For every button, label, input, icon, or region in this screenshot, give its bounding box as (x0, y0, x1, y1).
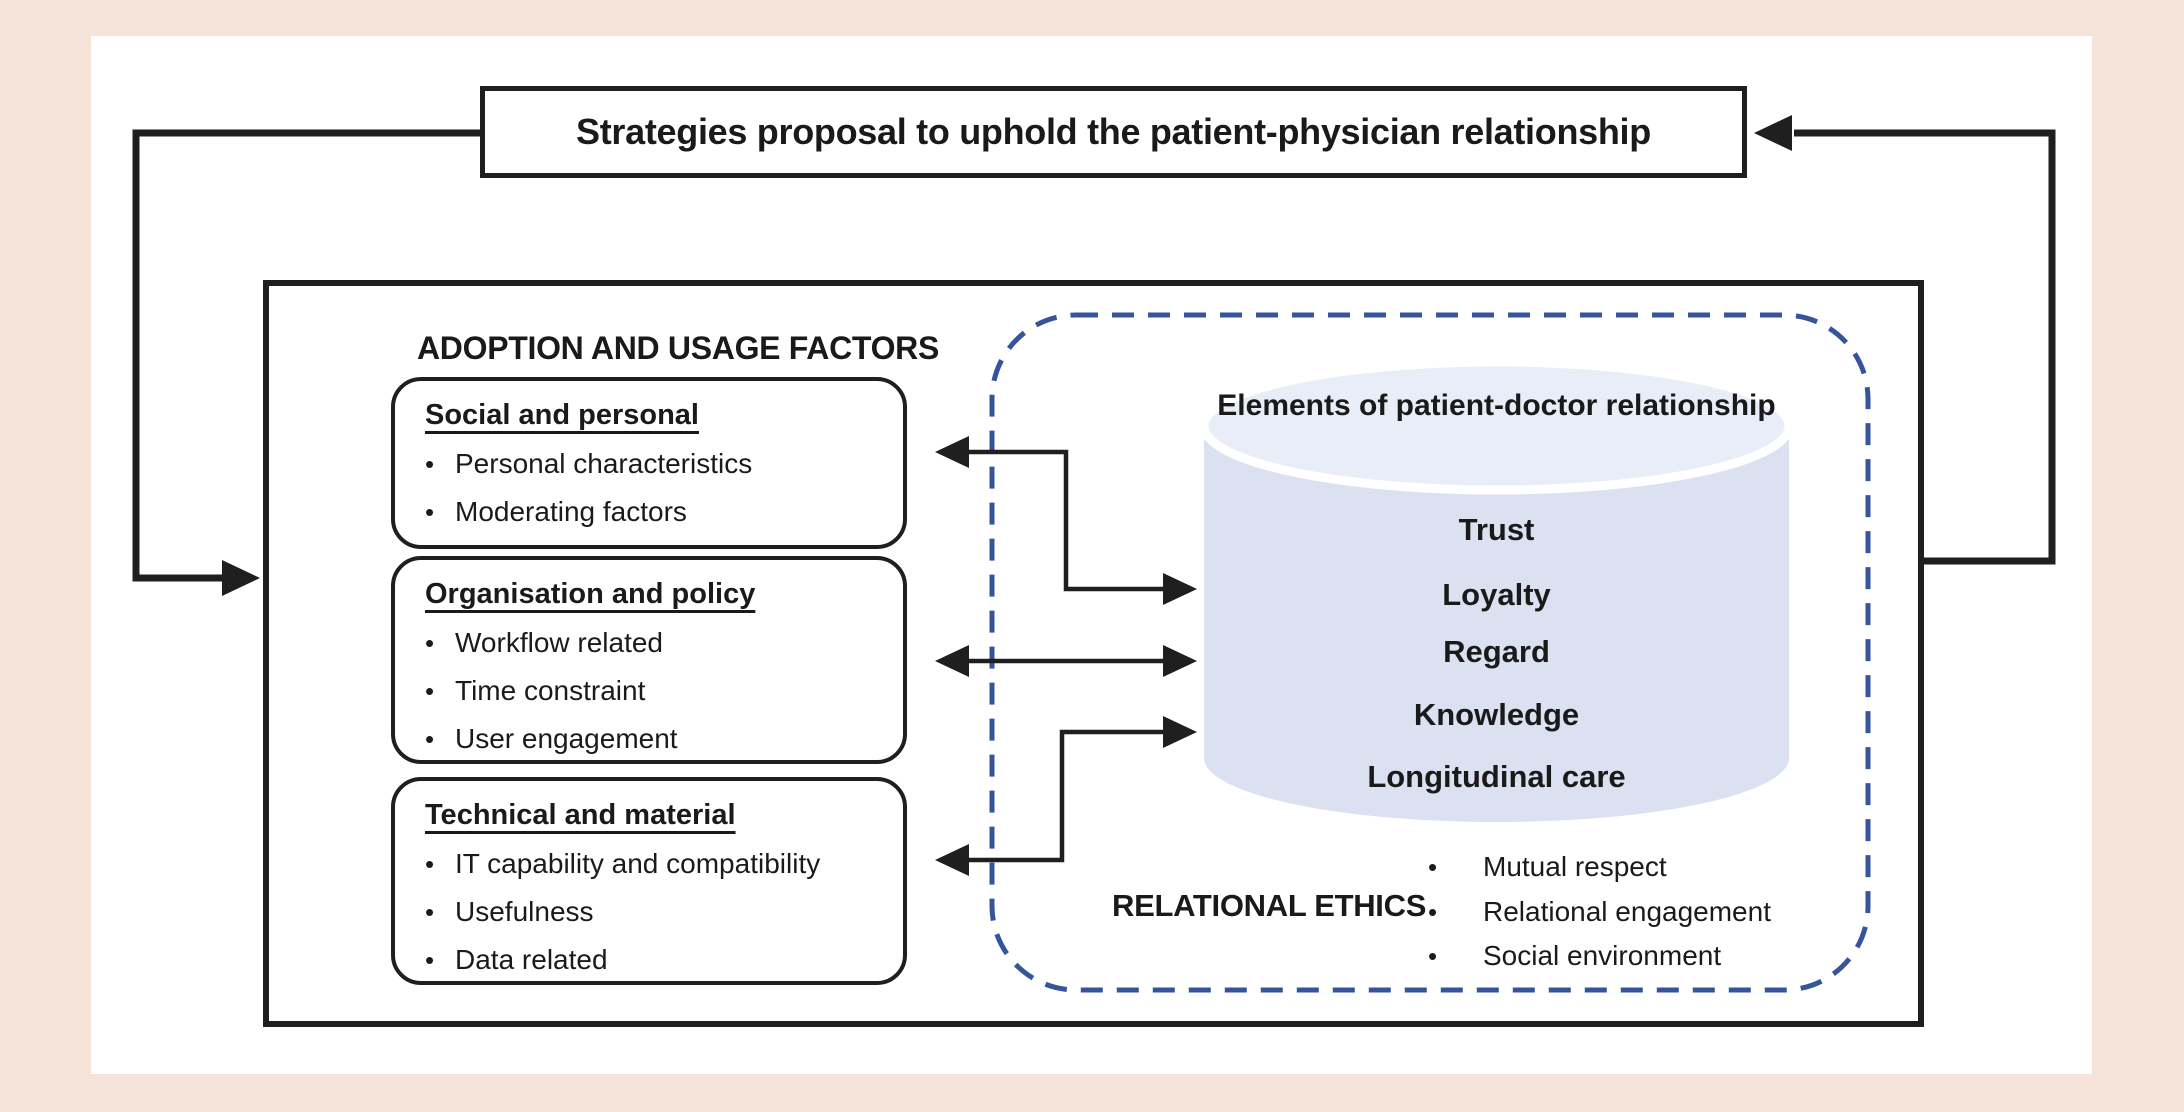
relational-ethics-label: RELATIONAL ETHICS (1112, 888, 1427, 923)
factor-box-title: Technical and material (425, 799, 736, 831)
relational-ethics-item: Social environment (1428, 934, 1771, 979)
factor-list: IT capability and compatibility Usefulne… (425, 840, 885, 984)
adoption-heading: ADOPTION AND USAGE FACTORS (417, 330, 940, 366)
cylinder-item-trust: Trust (1458, 512, 1535, 547)
factor-box-title: Organisation and policy (425, 578, 756, 610)
relational-ethics-item: Relational engagement (1428, 890, 1771, 935)
cylinder-item-loyalty: Loyalty (1442, 577, 1551, 612)
factors-container-box (263, 280, 1924, 1027)
factor-item: Data related (425, 936, 885, 984)
factor-item: Personal characteristics (425, 440, 885, 488)
factor-list: Workflow related Time constraint User en… (425, 619, 885, 763)
factor-box-social-personal: Social and personal Personal characteris… (391, 377, 907, 549)
factor-item: Moderating factors (425, 488, 885, 536)
cylinder-item-longitudinal-care: Longitudinal care (1367, 759, 1626, 794)
strategies-title: Strategies proposal to uphold the patien… (576, 111, 1651, 152)
factor-item: User engagement (425, 715, 885, 763)
factor-list: Personal characteristics Moderating fact… (425, 440, 885, 536)
factor-item: Time constraint (425, 667, 885, 715)
factor-item: Workflow related (425, 619, 885, 667)
cylinder-title: Elements of patient-doctor relationship (1217, 389, 1776, 422)
factor-box-title: Social and personal (425, 399, 699, 431)
relational-ethics-item: Mutual respect (1428, 845, 1771, 890)
factor-box-technical-material: Technical and material IT capability and… (391, 777, 907, 985)
relational-ethics-list: Mutual respect Relational engagement Soc… (1428, 845, 1771, 979)
strategies-title-box: Strategies proposal to uphold the patien… (480, 86, 1747, 178)
factor-item: Usefulness (425, 888, 885, 936)
factor-item: IT capability and compatibility (425, 840, 885, 888)
cylinder-item-knowledge: Knowledge (1413, 697, 1580, 732)
factor-box-organisation-policy: Organisation and policy Workflow related… (391, 556, 907, 764)
cylinder-item-regard: Regard (1443, 634, 1550, 669)
